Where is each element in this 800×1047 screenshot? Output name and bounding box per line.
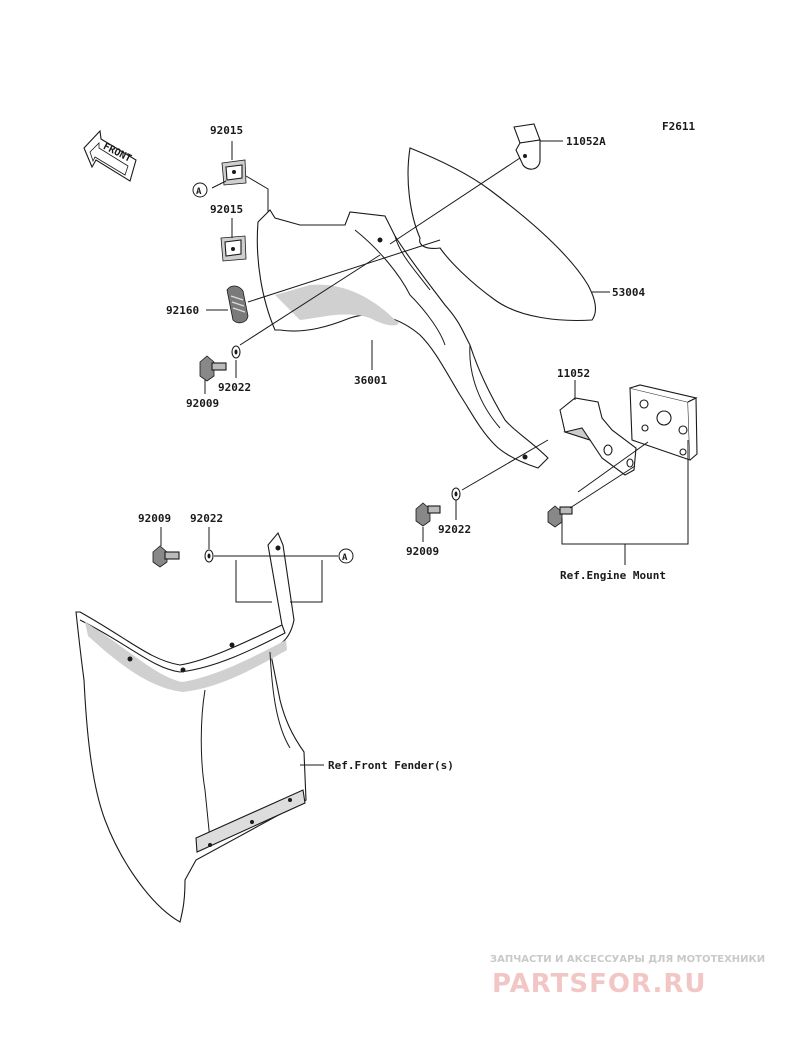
callout-92009-lower: 92009 (406, 545, 439, 558)
callout-92009-upper: 92009 (186, 397, 219, 410)
callout-92022-lower: 92022 (438, 523, 471, 536)
leader-lines-lower (160, 527, 338, 766)
callout-11052a: 11052A (566, 135, 606, 148)
bracket-11052 (559, 397, 637, 476)
callout-36001: 36001 (354, 374, 387, 387)
ref-circle-a-lower-label: A (342, 553, 348, 563)
callout-53004: 53004 (612, 286, 645, 299)
ref-engine-mount: Ref.Engine Mount (560, 569, 666, 582)
watermark-tagline: ЗАПЧАСТИ И АКСЕССУАРЫ ДЛЯ МОТОТЕХНИКИ (490, 954, 765, 965)
washer-92022-left (204, 549, 214, 563)
bolt-92009-left (152, 545, 180, 568)
ref-circle-a-upper (192, 182, 208, 198)
clip-92015-mid (220, 235, 247, 262)
callout-11052: 11052 (557, 367, 590, 380)
ref-circle-a-lower (338, 548, 354, 564)
bolt-92009-upper (199, 355, 227, 382)
front-fender-ref (75, 531, 307, 923)
washer-92022-upper (231, 345, 241, 359)
shield-36001 (256, 209, 549, 469)
ref-front-fender: Ref.Front Fender(s) (328, 759, 454, 772)
callout-92015-mid: 92015 (210, 203, 243, 216)
callout-92009-left: 92009 (138, 512, 171, 525)
bolt-92009-lower (415, 502, 441, 527)
washer-92022-lower (451, 487, 461, 501)
leader-lines-upper (204, 140, 689, 565)
callout-92015-top: 92015 (210, 124, 243, 137)
mud-flap-53004 (407, 147, 597, 321)
pad-92160 (226, 285, 249, 324)
callout-92160: 92160 (166, 304, 199, 317)
bolt-engine-mount (547, 505, 573, 528)
front-arrow-icon: FRONT (83, 129, 137, 182)
callout-92022-left: 92022 (190, 512, 223, 525)
ref-circle-a-upper-label: A (196, 187, 202, 197)
callout-92022-upper: 92022 (218, 381, 251, 394)
engine-mount-plate (629, 384, 698, 461)
clip-92015-top (221, 159, 247, 186)
figure-code: F2611 (662, 120, 695, 133)
bracket-11052a (513, 123, 541, 170)
watermark-brand: PARTSFOR.RU (492, 969, 706, 999)
